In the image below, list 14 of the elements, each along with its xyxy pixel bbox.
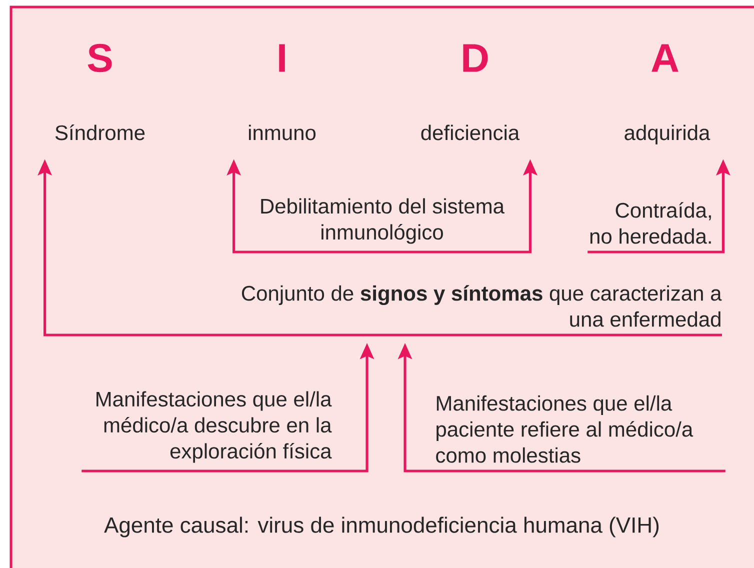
acronym-letter: S [88, 44, 112, 72]
word-label: deficiencia [421, 124, 520, 140]
explanation-text: Conjunto de signos y síntomas que caracterizan a una enfermedad [242, 285, 722, 327]
acronym-letter: D [463, 44, 488, 72]
acronym-letter: I [279, 44, 285, 72]
word-label: Síndrome [55, 124, 145, 140]
word-label: inmuno [248, 124, 316, 140]
explanation-text: Contraída, no heredada. [590, 202, 711, 244]
acronym-letter: A [652, 44, 678, 72]
causal-agent-text: Agente causal: virus de inmunodeficiencia humana (VIH) [104, 516, 659, 538]
explanation-text: Debilitamiento del sistema inmunológico [261, 198, 504, 244]
word-label: adquirida [624, 124, 710, 144]
explanation-text: Manifestaciones que el/la paciente refiere al médico/a como molestias [436, 395, 694, 463]
explanation-text: Manifestaciones que el/la médico/a descubre en la exploración física [96, 391, 332, 463]
